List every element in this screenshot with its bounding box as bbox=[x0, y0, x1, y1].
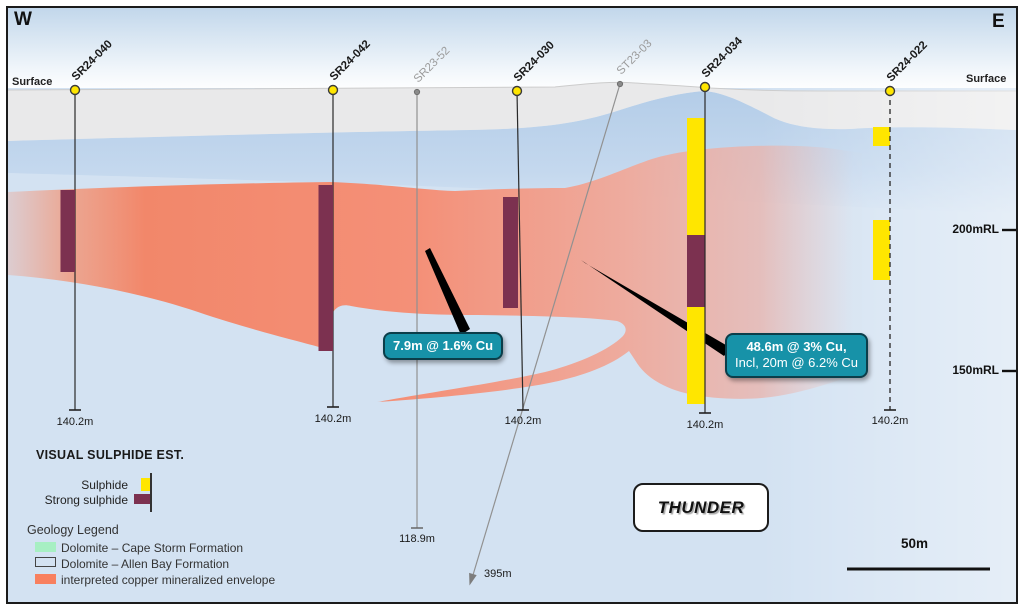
surface-label-east: Surface bbox=[966, 73, 1007, 85]
assay-callout-2: 48.6m @ 3% Cu, Incl, 20m @ 6.2% Cu bbox=[725, 333, 869, 378]
surface-line bbox=[8, 81, 1016, 92]
collar-circle bbox=[884, 85, 896, 97]
strong-sulphide-legend-label: Strong sulphide bbox=[44, 493, 128, 507]
collar-circle bbox=[69, 84, 81, 96]
eoh-depth-sr24-034: 140.2m bbox=[686, 419, 724, 431]
assay-callout-1: 7.9m @ 1.6% Cu bbox=[383, 332, 504, 361]
sulphide-interval bbox=[687, 118, 705, 235]
sulphide-legend-label: Sulphide bbox=[81, 478, 128, 492]
sulphide-interval bbox=[873, 127, 890, 146]
arrowhead bbox=[469, 572, 477, 586]
strong-sulphide-swatch bbox=[134, 494, 150, 504]
envelope-swatch bbox=[35, 574, 56, 584]
strong-sulphide-interval bbox=[60, 190, 75, 272]
elevation-label-200mrl: 200mRL bbox=[952, 222, 999, 236]
drillhole-sr24-022 bbox=[873, 85, 896, 411]
eoh-depth-sr24-042: 140.2m bbox=[314, 413, 352, 425]
callout-leader-1 bbox=[425, 248, 470, 335]
collar-dot bbox=[616, 80, 624, 88]
figure-border bbox=[6, 6, 1018, 604]
eoh-depth-sr24-030: 140.2m bbox=[504, 415, 542, 427]
collar-circle bbox=[327, 84, 339, 96]
drillhole-st23-03 bbox=[469, 80, 624, 586]
collar-dot bbox=[413, 88, 421, 96]
sulphide-interval bbox=[687, 307, 705, 404]
elevation-label-150mrl: 150mRL bbox=[952, 363, 999, 377]
geology-legend-title: Geology Legend bbox=[27, 523, 119, 537]
collar-circle bbox=[511, 85, 523, 97]
east-label: E bbox=[992, 11, 1005, 32]
surface-label-west: Surface bbox=[12, 76, 53, 88]
west-label: W bbox=[14, 9, 32, 30]
assay-value-included: Incl, 20m @ 6.2% Cu bbox=[735, 355, 859, 371]
eoh-depth-sr23-52: 118.9m bbox=[399, 533, 435, 545]
assay-value: 7.9m @ 1.6% Cu bbox=[393, 338, 494, 353]
sky-band bbox=[8, 8, 1016, 92]
scale-bar-label: 50m bbox=[901, 536, 929, 551]
drillhole-sr24-040 bbox=[60, 84, 81, 411]
drillhole-sr24-030 bbox=[503, 85, 529, 411]
sulphide-interval bbox=[873, 220, 890, 280]
allen-bay-swatch bbox=[35, 557, 56, 567]
prospect-name-box: THUNDER bbox=[633, 483, 769, 532]
collar-circle bbox=[699, 81, 711, 93]
eoh-depth-sr24-022: 140.2m bbox=[871, 415, 909, 427]
strong-sulphide-interval bbox=[503, 197, 518, 308]
cape-storm-label: Dolomite – Cape Storm Formation bbox=[61, 541, 244, 555]
sulphide-legend-title: VISUAL SULPHIDE EST. bbox=[36, 448, 185, 462]
drillhole-sr24-042 bbox=[318, 84, 339, 408]
envelope-label: interpreted copper mineralized envelope bbox=[61, 573, 276, 587]
eoh-depth-st23-03: 395m bbox=[484, 568, 512, 580]
prospect-name: THUNDER bbox=[657, 497, 745, 517]
allen-bay-label: Dolomite – Allen Bay Formation bbox=[61, 557, 230, 571]
strong-sulphide-interval bbox=[687, 235, 705, 307]
strong-sulphide-interval bbox=[318, 185, 333, 351]
sulphide-swatch bbox=[141, 478, 150, 491]
assay-value: 48.6m @ 3% Cu, bbox=[746, 339, 847, 354]
drillhole-sr24-034 bbox=[687, 81, 711, 414]
eoh-depth-sr24-040: 140.2m bbox=[56, 416, 94, 428]
drillhole-sr23-52 bbox=[411, 88, 423, 529]
cape-storm-swatch bbox=[35, 542, 56, 552]
